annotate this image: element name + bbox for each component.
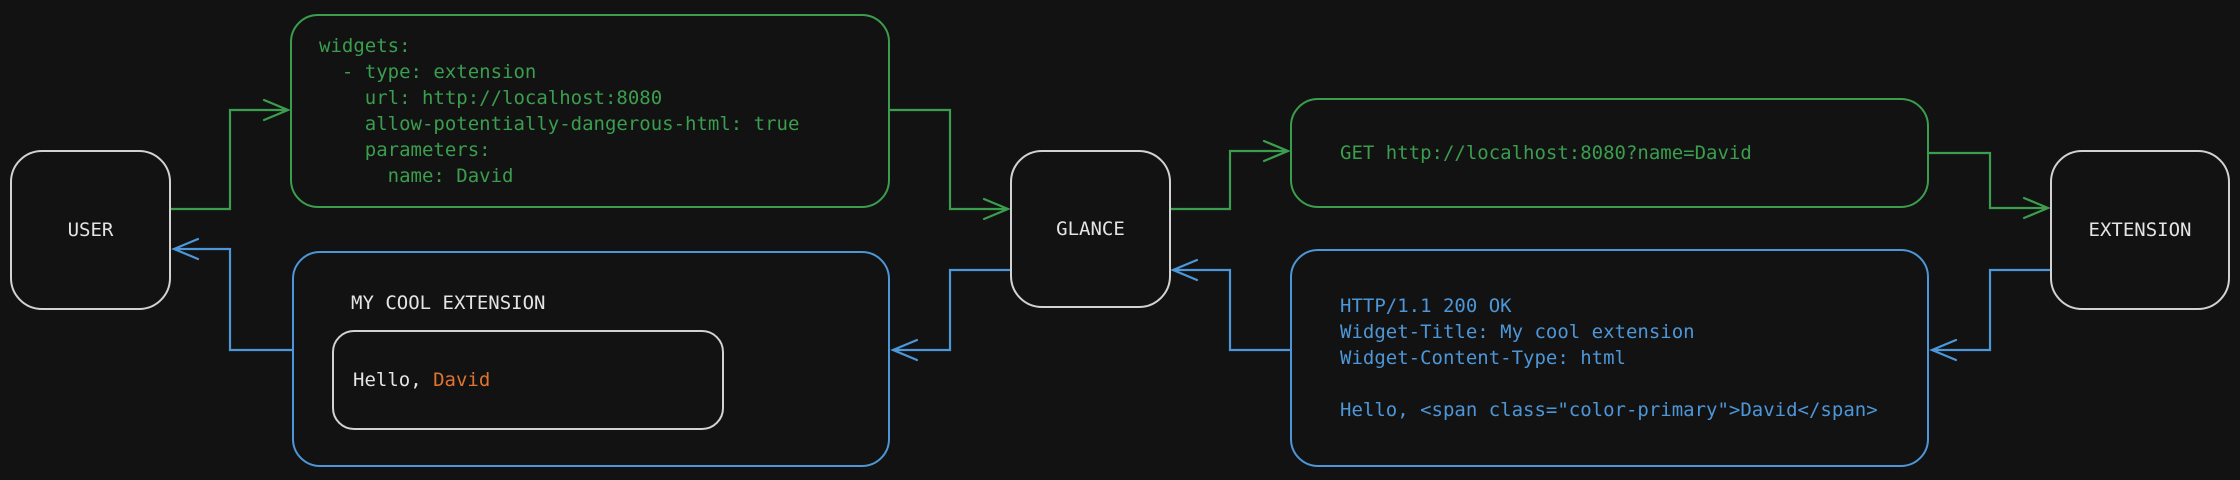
config-line: url: http://localhost:8080	[319, 87, 663, 109]
response-line: HTTP/1.1 200 OK	[1340, 295, 1512, 317]
greeting-prefix: Hello,	[353, 369, 434, 391]
response-line: Hello, <span class="color-primary">David…	[1340, 399, 1878, 421]
node-label: GLANCE	[1056, 218, 1125, 240]
widget-title: MY COOL EXTENSION	[351, 292, 546, 314]
yaml-config-box: widgets: - type: extension url: http://l…	[290, 14, 890, 208]
config-line: name: David	[319, 165, 514, 187]
widget-greeting-box: Hello, David	[332, 330, 724, 430]
node-glance: GLANCE	[1010, 150, 1171, 308]
config-line: allow-potentially-dangerous-html: true	[319, 113, 800, 135]
http-response-box: HTTP/1.1 200 OK Widget-Title: My cool ex…	[1290, 249, 1929, 467]
node-extension: EXTENSION	[2050, 150, 2230, 310]
connector-config-to-glance	[888, 108, 1011, 221]
connector-user-to-config	[169, 98, 291, 211]
connector-request-to-extension	[1927, 151, 2051, 220]
node-label: USER	[67, 219, 114, 241]
connector-extension-to-response	[1929, 268, 2052, 362]
response-line: Widget-Content-Type: html	[1340, 347, 1626, 369]
greeting-name: David	[433, 369, 491, 391]
config-line: - type: extension	[319, 61, 537, 83]
connector-rendered-to-user	[171, 237, 294, 352]
node-label: EXTENSION	[2088, 219, 2192, 241]
connector-glance-to-request	[1169, 139, 1291, 211]
response-line: Widget-Title: My cool extension	[1340, 321, 1695, 343]
http-request-box: GET http://localhost:8080?name=David	[1290, 98, 1929, 208]
connector-response-to-glance	[1170, 258, 1292, 352]
rendered-widget-box: MY COOL EXTENSION Hello, David	[292, 251, 890, 467]
node-user: USER	[10, 150, 171, 310]
config-line: widgets:	[319, 35, 411, 57]
request-text: GET http://localhost:8080?name=David	[1340, 142, 1752, 164]
config-line: parameters:	[319, 139, 491, 161]
response-line	[1340, 371, 1927, 397]
connector-glance-to-rendered	[890, 268, 1012, 362]
